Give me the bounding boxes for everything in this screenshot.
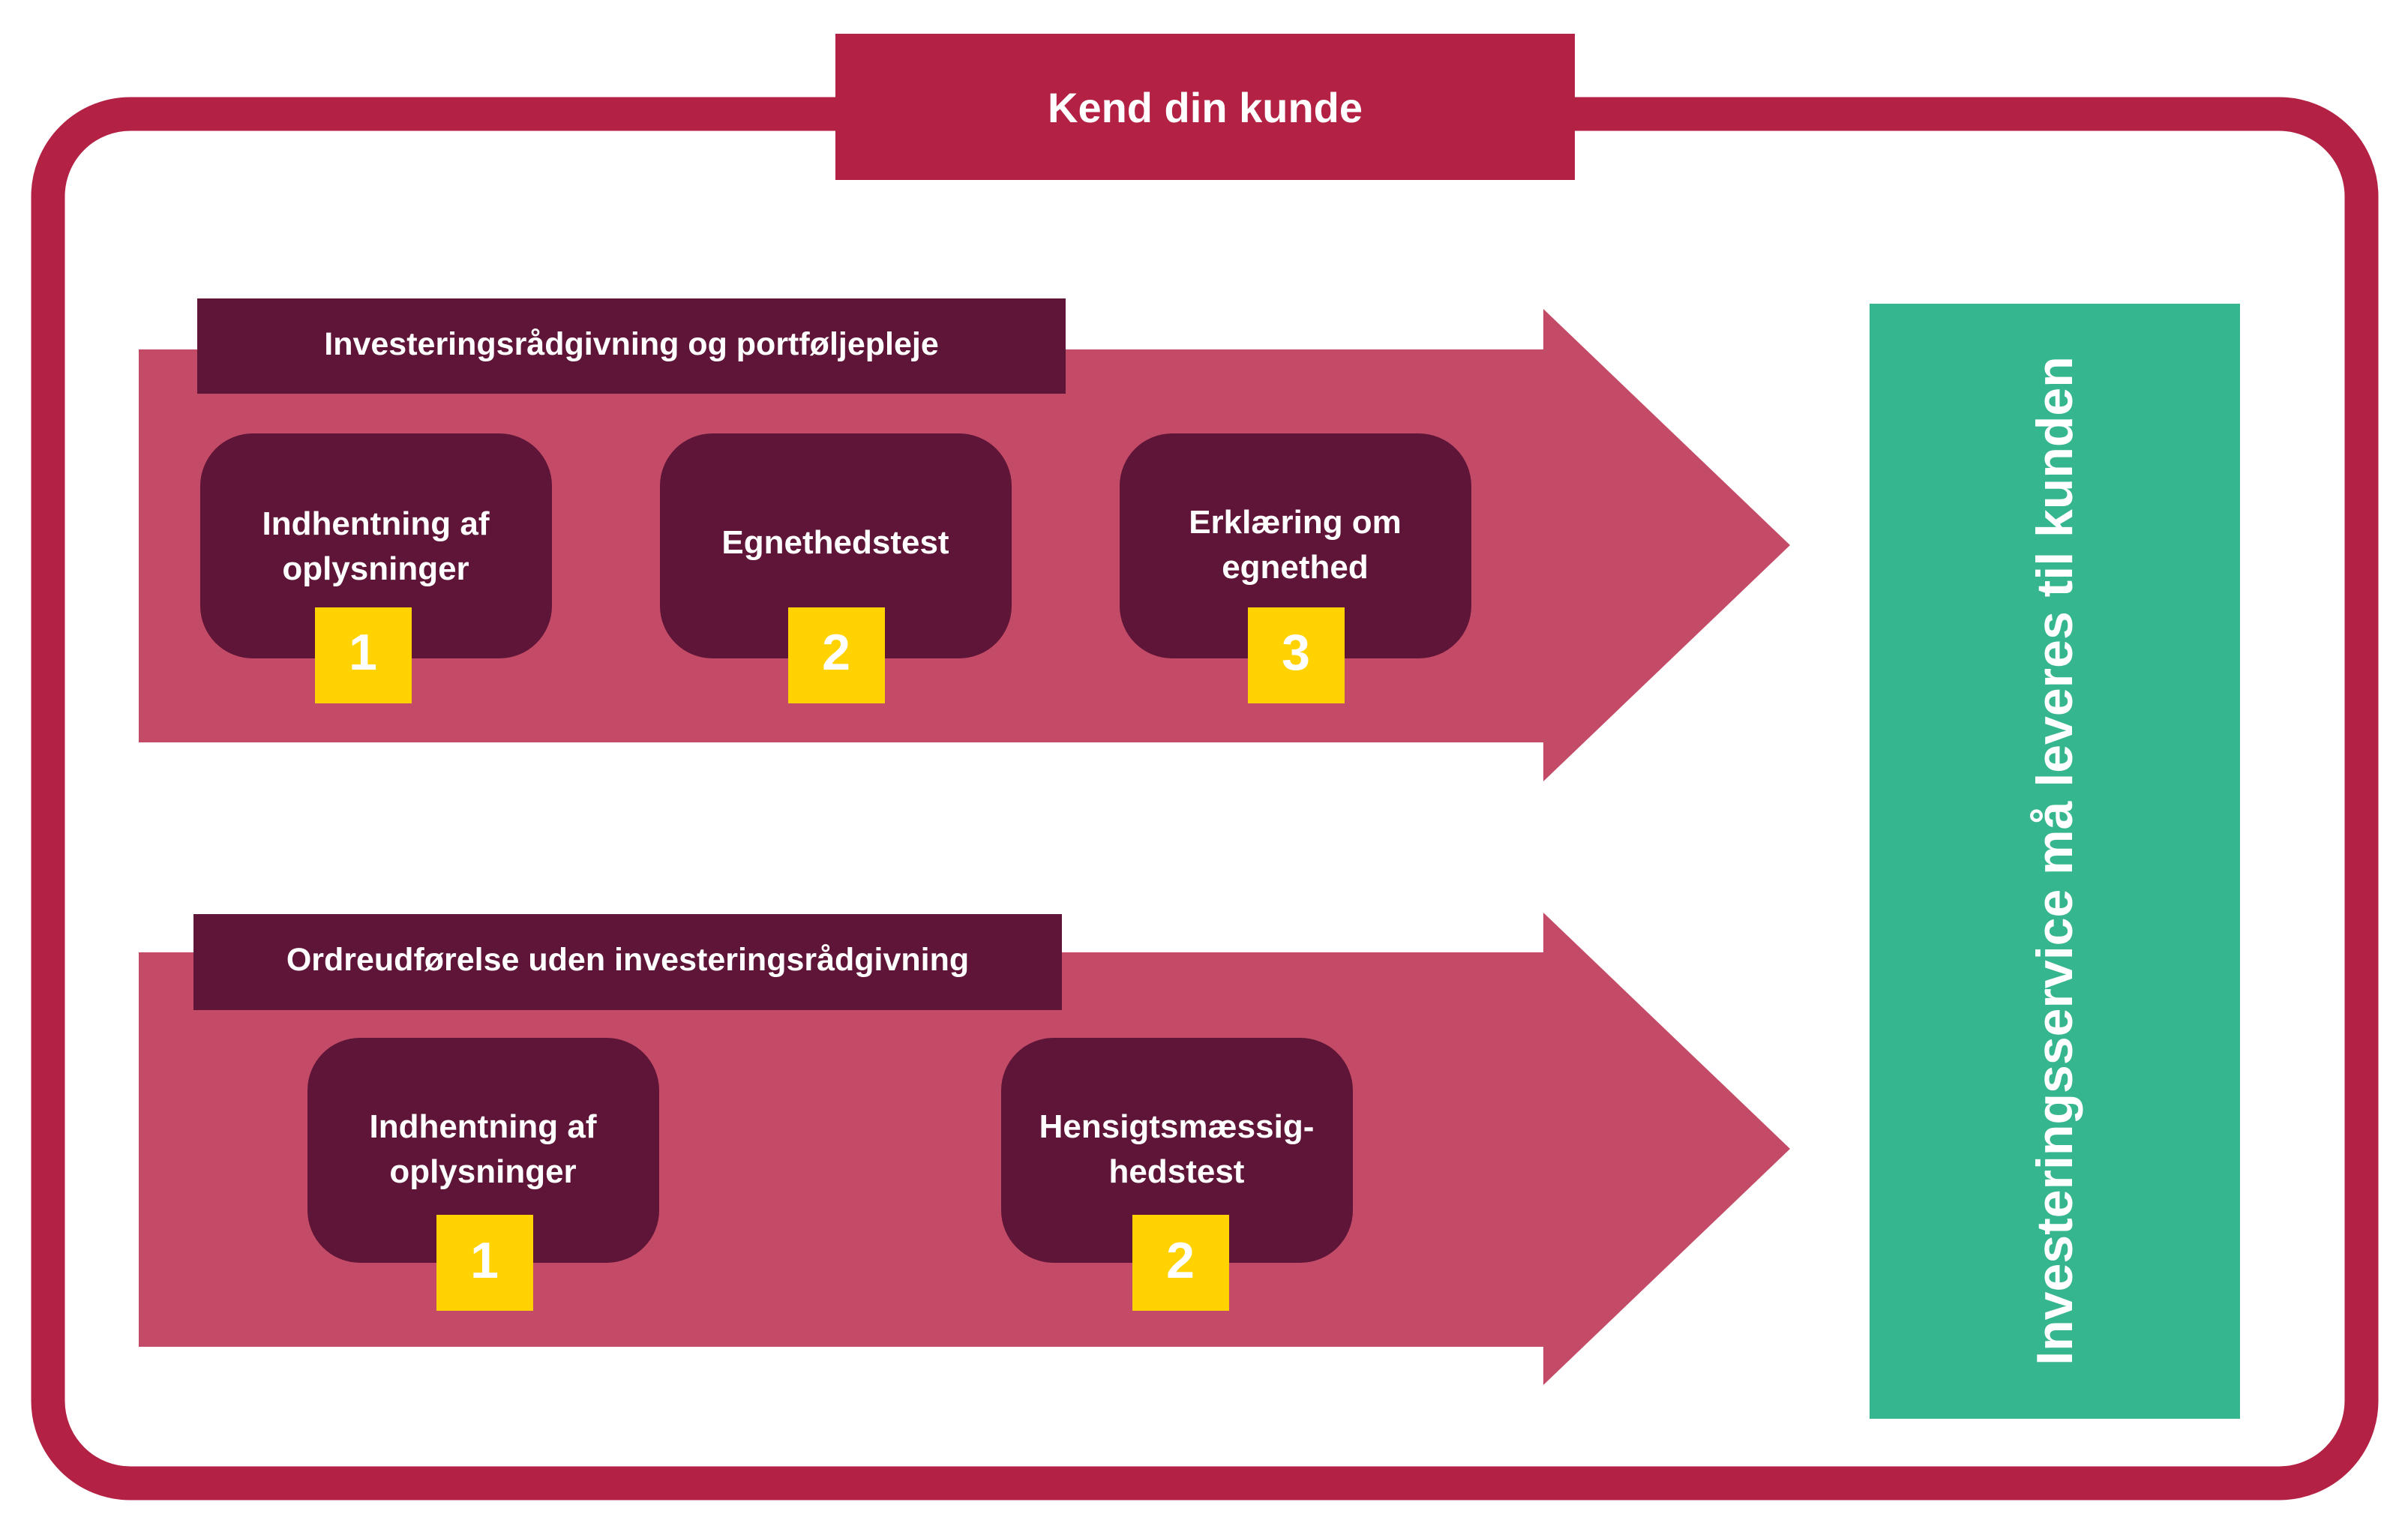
step-information-gathering: Indhentning af oplysninger 1 [200,433,552,703]
step-suitability-test: Egnethedstest 2 [660,433,1012,703]
title-text: Kend din kunde [1048,84,1363,131]
service-label: Investeringsservice må leveres til kunde… [2026,356,2083,1366]
track-investment-advice: Investeringsrådgivning og portføljepleje… [139,298,1790,781]
step-label-line2: oplysninger [282,550,469,587]
process-arrow [139,913,1790,1385]
step-number-badge [1248,607,1345,703]
service-box: Investeringsservice må leveres til kunde… [1870,304,2240,1419]
title-banner: Kend din kunde [835,34,1575,180]
step-number-badge [436,1215,533,1311]
track-label: Investeringsrådgivning og portføljepleje [324,326,939,362]
step-appropriateness-test: Hensigtsmæssig- hedstest 2 [1001,1038,1353,1311]
step-box [1120,433,1471,658]
step-number: 1 [470,1232,499,1289]
step-label-line1: Egnethedstest [721,524,949,561]
step-box [660,433,1012,658]
step-number-badge [788,607,885,703]
service-box-background [1870,304,2240,1419]
step-number: 1 [349,624,377,681]
track-execution-only: Ordreudførelse uden investeringsrådgivni… [139,913,1790,1385]
track-label-box [197,298,1066,394]
step-label-line2: oplysninger [389,1153,576,1190]
title-banner-box [835,34,1575,180]
step-number-badge [315,607,412,703]
step-box [1001,1038,1353,1263]
step-number: 2 [1166,1232,1195,1289]
step-box [200,433,552,658]
step-number: 3 [1282,624,1310,681]
step-label-line1: Erklæring om [1189,504,1402,541]
step-box [307,1038,659,1263]
track-label: Ordreudførelse uden investeringsrådgivni… [286,942,969,978]
step-label-line1: Indhentning af [369,1108,596,1145]
step-label-line1: Indhentning af [262,505,489,542]
step-label-line2: hedstest [1109,1153,1245,1190]
step-number-badge [1132,1215,1229,1311]
step-information-gathering: Indhentning af oplysninger 1 [307,1038,659,1311]
step-label-line1: Hensigtsmæssig- [1039,1108,1315,1145]
step-suitability-statement: Erklæring om egnethed 3 [1120,433,1471,703]
track-label-box [193,914,1062,1010]
step-label-line2: egnethed [1222,549,1369,586]
step-number: 2 [822,624,850,681]
